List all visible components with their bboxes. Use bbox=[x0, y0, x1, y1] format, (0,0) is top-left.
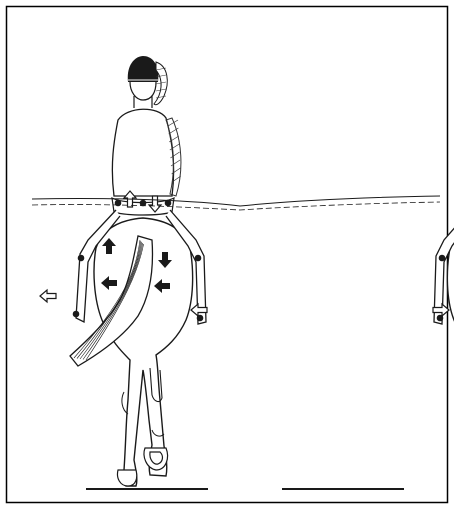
panel-content bbox=[40, 56, 207, 486]
figure-frame bbox=[7, 7, 448, 503]
panel-content bbox=[433, 56, 454, 486]
horse-hindquarters bbox=[447, 218, 454, 486]
rein-dot-icon bbox=[73, 311, 80, 318]
rider-helmet bbox=[128, 56, 159, 82]
horse-rider-right bbox=[433, 56, 454, 486]
hollow-arrow-icon bbox=[40, 290, 56, 302]
rein-dot-icon bbox=[439, 255, 446, 262]
horse-rider-left bbox=[40, 56, 207, 486]
hoof-front bbox=[144, 448, 168, 470]
reference-line bbox=[32, 196, 440, 206]
rein-dot-icon bbox=[195, 255, 202, 262]
rein-dot-icon bbox=[78, 255, 85, 262]
rider-torso bbox=[112, 109, 173, 196]
hoof-rear bbox=[117, 470, 136, 486]
